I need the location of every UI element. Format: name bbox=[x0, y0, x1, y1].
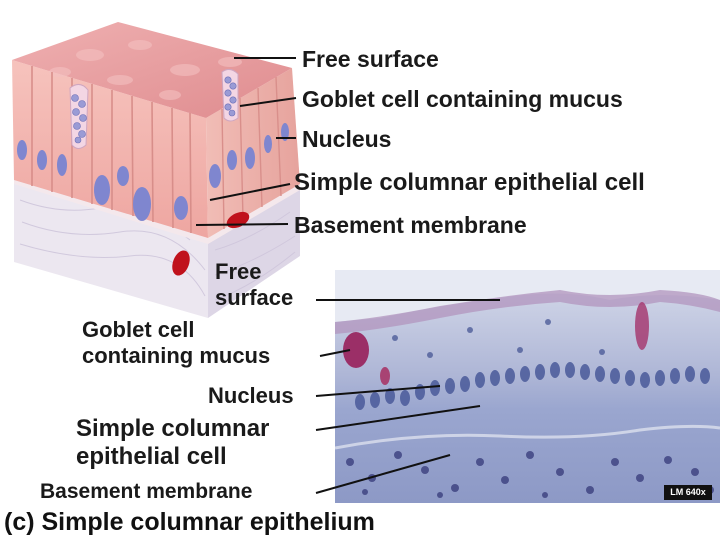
label-micro-free-surface-1: Free bbox=[215, 260, 261, 284]
micrograph-image bbox=[335, 270, 720, 503]
label-micro-epithelial-1: Simple columnar bbox=[76, 416, 269, 442]
label-basement-membrane: Basement membrane bbox=[294, 213, 527, 238]
label-micro-basement: Basement membrane bbox=[40, 481, 252, 504]
label-epithelial-cell: Simple columnar epithelial cell bbox=[294, 170, 645, 196]
label-micro-goblet-1: Goblet cell bbox=[82, 318, 194, 342]
label-micro-nucleus: Nucleus bbox=[208, 384, 294, 408]
label-nucleus: Nucleus bbox=[302, 127, 391, 152]
label-micro-goblet-2: containing mucus bbox=[82, 344, 270, 368]
label-goblet-cell: Goblet cell containing mucus bbox=[302, 87, 623, 112]
label-micro-free-surface-2: surface bbox=[215, 286, 293, 310]
scale-badge: LM 640x bbox=[664, 485, 712, 500]
label-free-surface: Free surface bbox=[302, 47, 439, 72]
figure-caption: (c) Simple columnar epithelium bbox=[4, 508, 375, 537]
label-micro-epithelial-2: epithelial cell bbox=[76, 444, 227, 470]
